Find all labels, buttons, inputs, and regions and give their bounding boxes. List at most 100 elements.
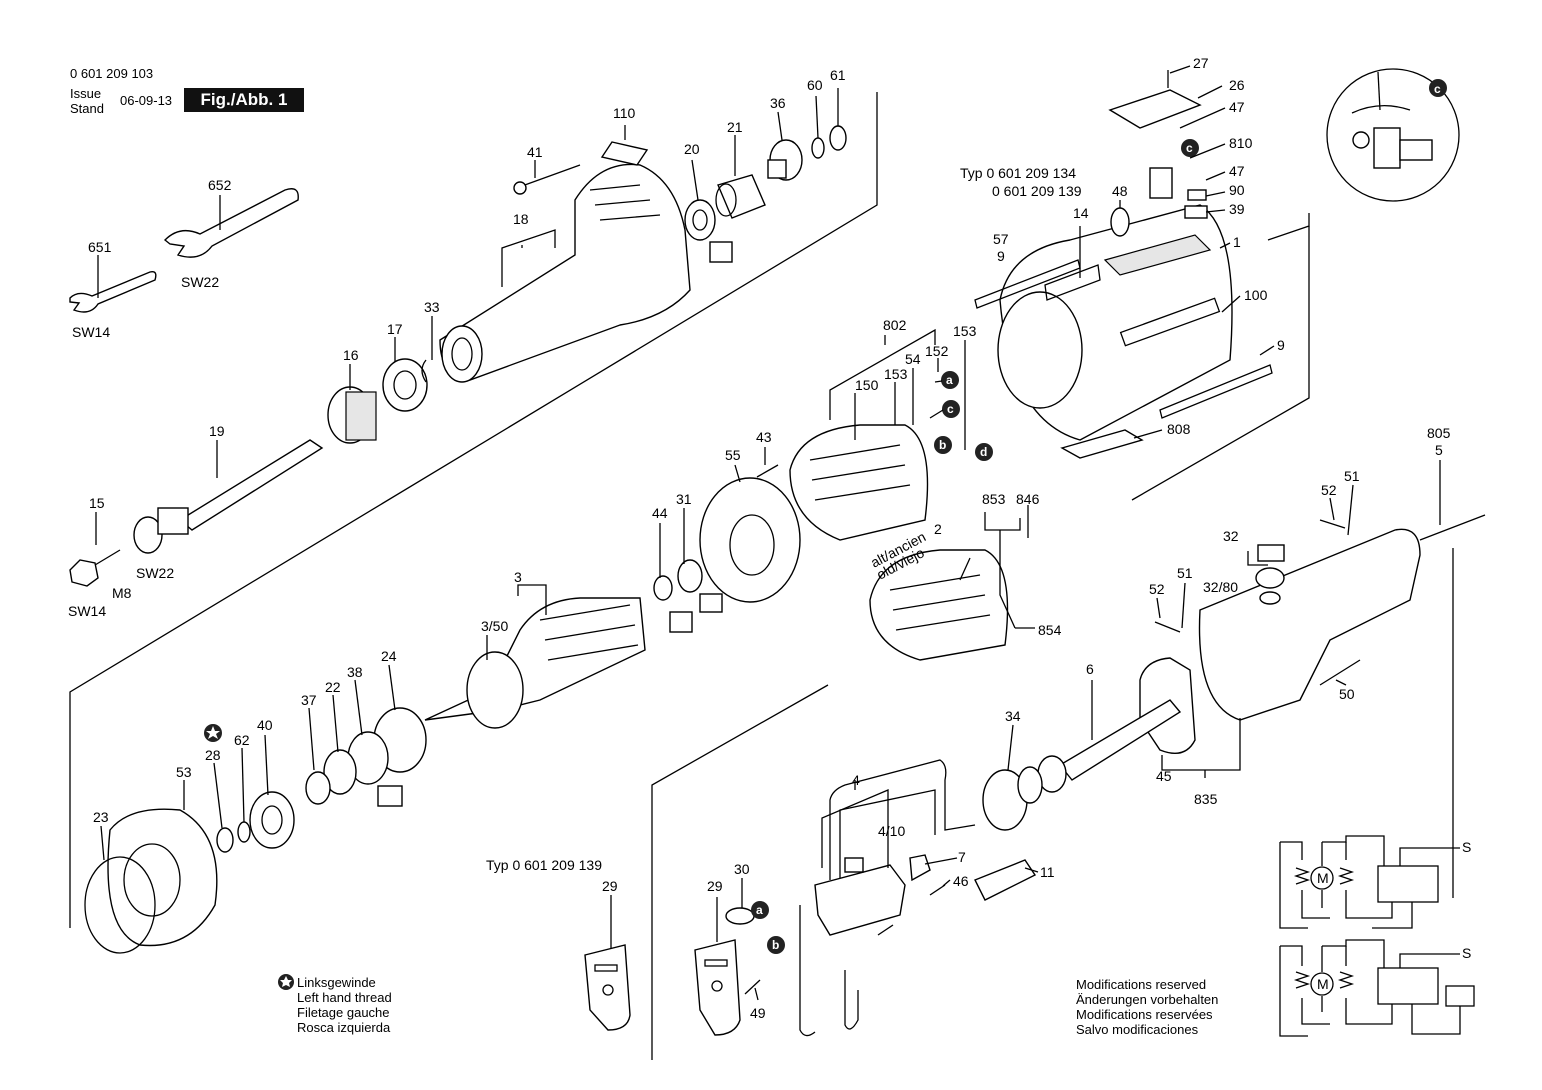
callout-153: 153 (953, 323, 977, 339)
armature-3 (424, 597, 646, 729)
callout-45: 45 (1156, 768, 1172, 784)
callout-50: 50 (1339, 686, 1355, 702)
note-line: Modifications reserved (1076, 977, 1207, 992)
field-coil-old (869, 549, 1009, 661)
callout-21: 21 (727, 119, 743, 135)
callout-2: 2 (934, 521, 942, 537)
callout-808: 808 (1167, 421, 1191, 437)
note-line: Änderungen vorbehalten (1076, 992, 1219, 1007)
callout-9: 9 (1277, 337, 1285, 353)
callout-9: 9 (997, 248, 1005, 264)
spanner-wrench-sw14 (69, 270, 157, 313)
callout-61: 61 (830, 67, 846, 83)
callout-labels: 27 26 47 810 47 90 39 48 14 1 57 9 100 9… (68, 55, 1451, 1021)
callout-29: 29 (602, 878, 618, 894)
left-thread-star-icon (204, 724, 294, 990)
sleeve-21 (715, 174, 766, 219)
callout-835: 835 (1194, 791, 1218, 807)
callout-30: 30 (734, 861, 750, 877)
callout-41: 41 (527, 144, 543, 160)
screw-46 (929, 884, 946, 896)
callout-37: 37 (301, 692, 317, 708)
source-symbol-bottom: S (1462, 945, 1471, 961)
bearing-17 (382, 358, 428, 412)
callout-51: 51 (1177, 565, 1193, 581)
callout-27: 27 (1193, 55, 1209, 71)
motor-symbol-top: M (1317, 870, 1329, 886)
callout-sw14: SW14 (72, 324, 110, 340)
callout-19: 19 (209, 423, 225, 439)
callout-33: 33 (424, 299, 440, 315)
bearing-20 (684, 199, 733, 263)
callout-26: 26 (1229, 77, 1245, 93)
callout-14: 14 (1073, 205, 1089, 221)
screw-52-left (1154, 621, 1181, 633)
bearing-48 (1110, 207, 1130, 237)
callout-52: 52 (1321, 482, 1337, 498)
callout-110: 110 (613, 105, 636, 121)
callout-28: 28 (205, 747, 221, 763)
callout-48: 48 (1112, 183, 1128, 199)
callout-18: 18 (513, 211, 529, 227)
washer-90 (1187, 189, 1207, 201)
callout-57: 57 (993, 231, 1009, 247)
callout-153: 153 (884, 366, 908, 382)
nameplate-808 (1060, 429, 1144, 459)
callout-853: 853 (982, 491, 1006, 507)
callout-34: 34 (1005, 708, 1021, 724)
source-symbol-top: S (1462, 839, 1471, 855)
callout-802: 802 (883, 317, 907, 333)
callout-22: 22 (325, 679, 341, 695)
spring-43 (756, 464, 779, 478)
callout-3280: 32/80 (1203, 579, 1238, 595)
callout-sw22: SW22 (181, 274, 219, 290)
callout-23: 23 (93, 809, 109, 825)
callout-410: 4/10 (878, 823, 905, 839)
screw-49 (744, 979, 761, 995)
callout-17: 17 (387, 321, 403, 337)
nut-28 (216, 827, 234, 853)
callout-40: 40 (257, 717, 273, 733)
marker-a-bottom: a (756, 903, 763, 917)
callout-24: 24 (381, 648, 397, 664)
note-line: Modifications reservées (1076, 1007, 1213, 1022)
note-line: Salvo modificaciones (1076, 1022, 1199, 1037)
clamp-11 (974, 859, 1037, 901)
o-ring-23 (84, 856, 156, 954)
screw-50 (1319, 659, 1361, 686)
typ-label-134: Typ 0 601 209 134 (960, 165, 1076, 181)
callout-54: 54 (905, 351, 921, 367)
callout-sw14: SW14 (68, 603, 106, 619)
gear-housing (439, 141, 691, 383)
callout-m8: M8 (112, 585, 132, 601)
callout-60: 60 (807, 77, 823, 93)
part-number: 0 601 209 103 (70, 66, 154, 81)
flange-53 (107, 808, 218, 947)
callout-39: 39 (1229, 201, 1245, 217)
typ-label-139: 0 601 209 139 (992, 183, 1082, 199)
motor-housing-1 (997, 204, 1233, 441)
callout-38: 38 (347, 664, 363, 680)
note-line: Left hand thread (297, 990, 392, 1005)
callout-846: 846 (1016, 491, 1040, 507)
issue-label: Issue (70, 86, 102, 101)
plate-29-right (694, 939, 741, 1036)
circlip-33 (421, 359, 427, 383)
marker-c-detail: c (1434, 82, 1441, 96)
screw-41 (513, 164, 581, 195)
bearing-label-box (669, 611, 693, 633)
washer-60 (811, 137, 825, 159)
stand-label: Stand (70, 101, 104, 116)
brush-cover-26 (1108, 89, 1202, 129)
callout-854: 854 (1038, 622, 1062, 638)
label-strip-9-right (1159, 364, 1273, 419)
leader-lines (95, 65, 1441, 1001)
leader-c (929, 409, 944, 419)
clamping-nut-15 (69, 549, 121, 587)
leader-a (934, 380, 943, 383)
note-line: Linksgewinde (297, 975, 376, 990)
callout-29: 29 (707, 878, 723, 894)
callout-16: 16 (343, 347, 359, 363)
